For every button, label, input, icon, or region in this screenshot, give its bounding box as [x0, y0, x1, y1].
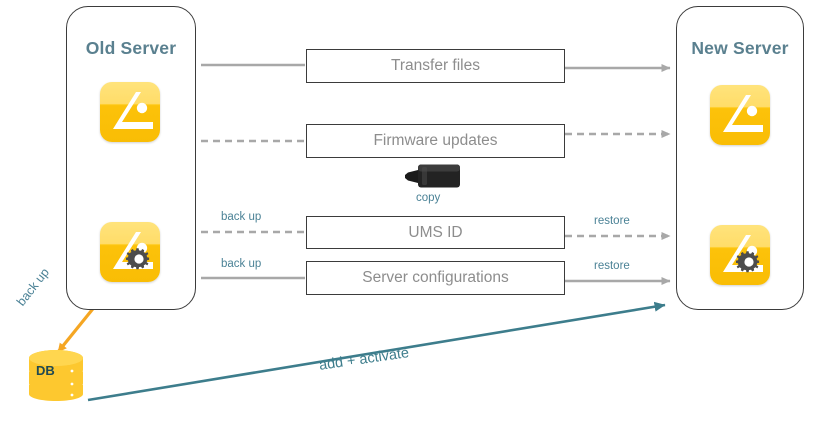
database-icon [29, 350, 83, 401]
restore-label-config: restore [594, 260, 630, 272]
transfer-files-box[interactable]: Transfer files [306, 49, 565, 83]
restore-label-ums: restore [594, 215, 630, 227]
icon-gloss [710, 225, 770, 247]
server-glyph [723, 95, 763, 132]
ums-id-box[interactable]: UMS ID [306, 216, 565, 249]
add-activate-arrow [87, 301, 666, 402]
icon-gloss [100, 82, 160, 104]
old-server-icon [100, 82, 160, 142]
server-gear-glyph [113, 232, 153, 270]
firmware-updates-box[interactable]: Firmware updates [306, 124, 565, 158]
usb-copy-label: copy [416, 192, 441, 204]
new-server-config-icon [710, 225, 770, 285]
server-gear-glyph [723, 235, 763, 273]
database-label: DB [36, 363, 55, 378]
old-server-config-icon [100, 222, 160, 282]
server-configurations-box[interactable]: Server configurations [306, 261, 565, 295]
new-server-icon [710, 85, 770, 145]
usb-stick-icon [405, 164, 460, 188]
old-server-title: Old Server [85, 38, 177, 58]
server-glyph [113, 92, 153, 129]
new-server-title: New Server [691, 38, 789, 58]
icon-gloss [710, 85, 770, 107]
icon-gloss [100, 222, 160, 244]
backup-label-ums: back up [221, 211, 262, 223]
backup-label-config: back up [221, 258, 262, 270]
